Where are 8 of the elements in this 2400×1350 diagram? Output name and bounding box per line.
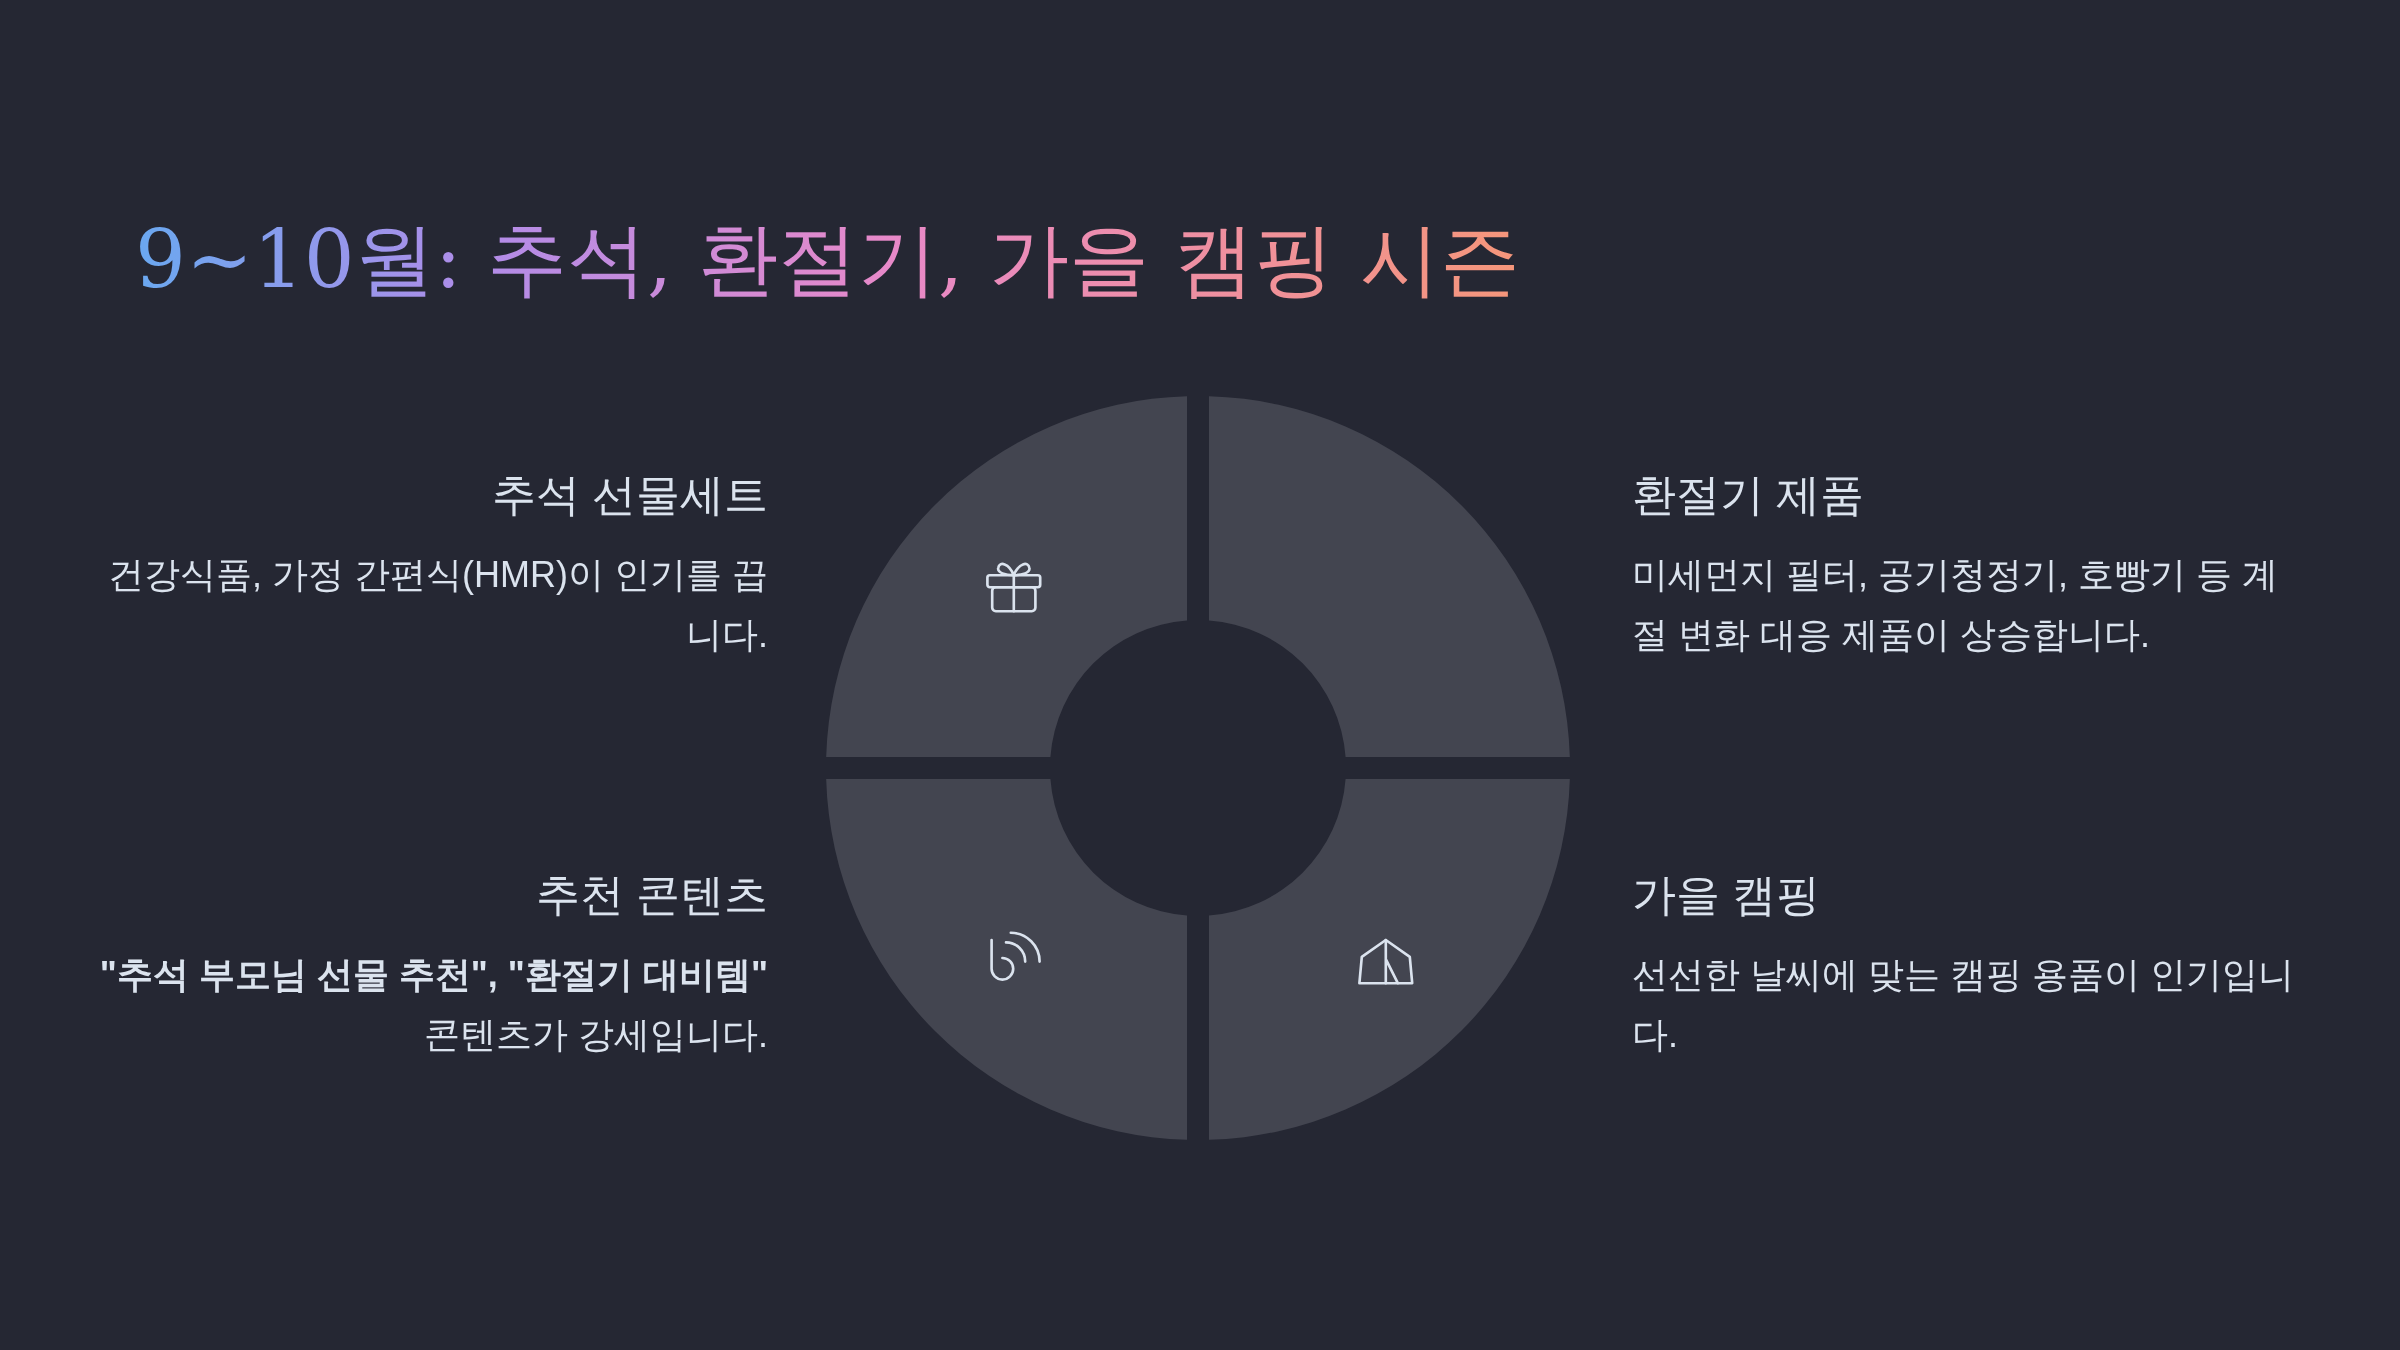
description-text: 건강식품, 가정 간편식(HMR)이 인기를 끕니다. — [107, 553, 768, 657]
section-heading: 추석 선물세트 — [490, 469, 768, 521]
section-heading: 가을 캠핑 — [1632, 869, 1822, 921]
description-text: "추석 부모님 선물 추천", "환절기 대비템" 콘텐츠가 강세입니다. — [98, 953, 768, 1057]
section-heading: 추천 콘텐츠 — [534, 869, 768, 921]
description-text: 미세먼지 필터, 공기청정기, 호빵기 등 계절 변화 대응 제품이 상승합니다. — [1632, 553, 2279, 657]
description-text: 선선한 날씨에 맞는 캠핑 용품이 인기입니다. — [1632, 953, 2295, 1057]
section-heading: 환절기 제품 — [1632, 469, 1866, 521]
